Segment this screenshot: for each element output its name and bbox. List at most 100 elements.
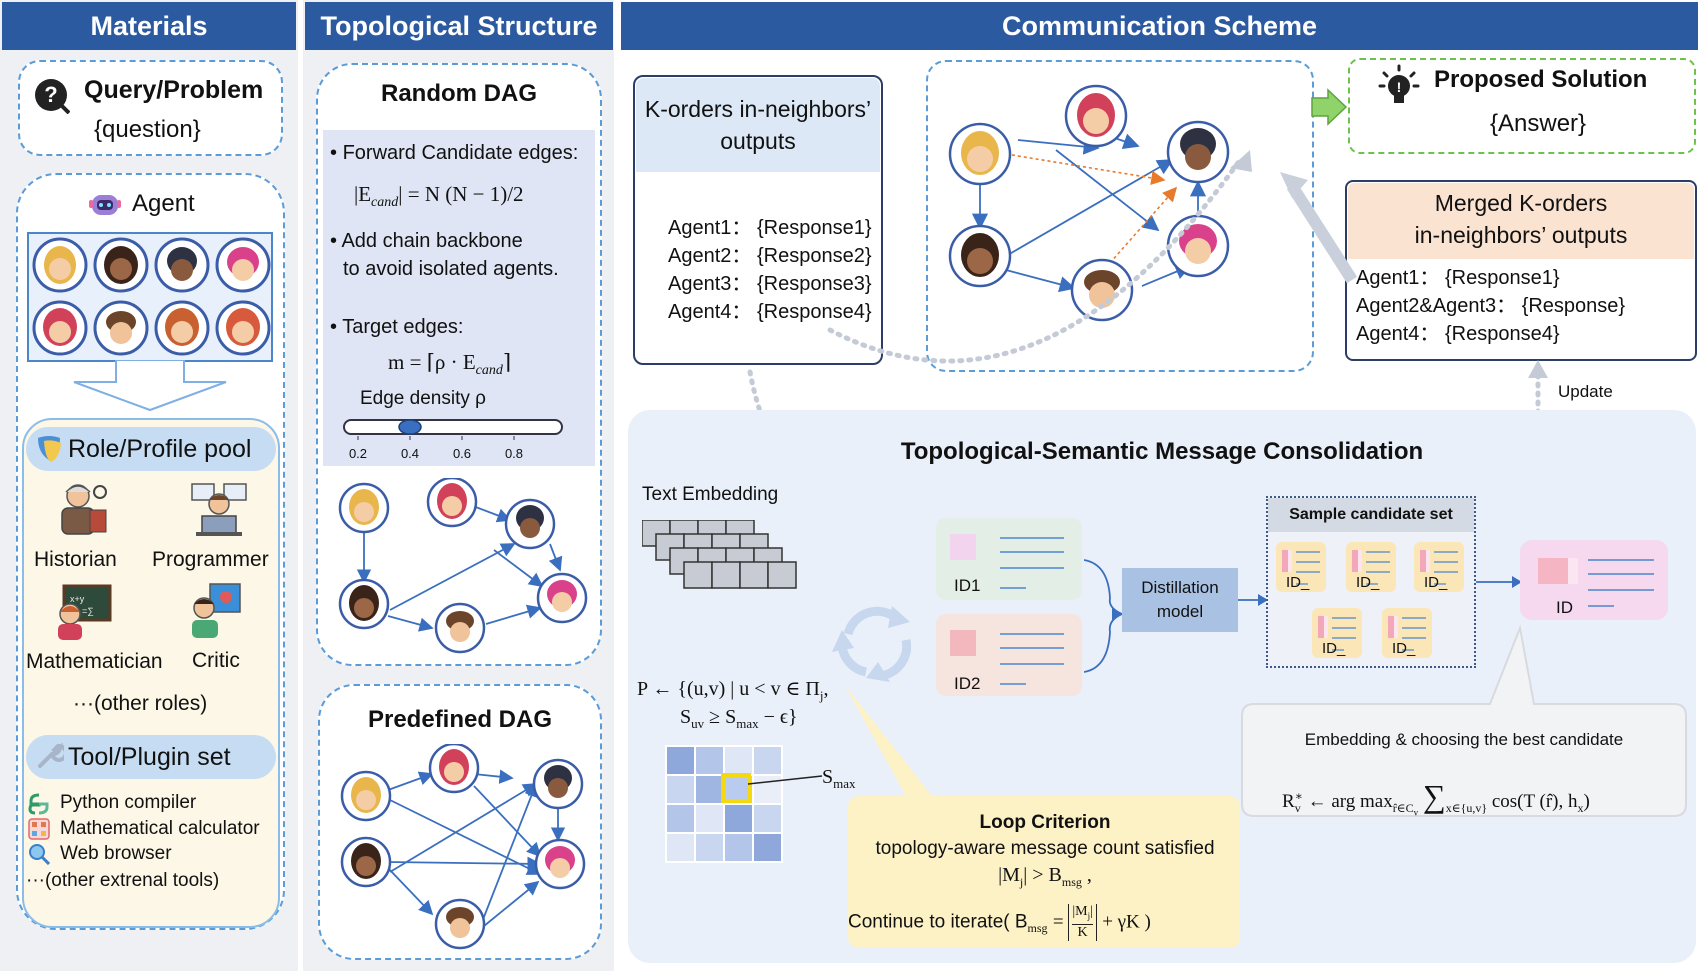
robot-icon: [89, 195, 121, 215]
p-formula-line2: Suv ≥ Smax − ϵ}: [680, 706, 798, 731]
bullet-forward-edges: • Forward Candidate edges:: [330, 142, 579, 164]
calculator-icon: [28, 818, 50, 840]
role-label-programmer: Programmer: [152, 548, 269, 571]
tool-calculator: Mathematical calculator: [60, 818, 260, 839]
comm-node-curly: [948, 224, 1012, 288]
role-label-historian: Historian: [34, 548, 117, 571]
loop-criterion-box: [844, 684, 1240, 948]
korders-title-bg: [636, 78, 880, 172]
programmer-icon: [191, 483, 247, 536]
update-label: Update: [1558, 382, 1613, 401]
formula-target-edges: m = ⌈ρ · Ecand⌉: [388, 350, 512, 379]
embed-formula: Rv∗ ← arg maxr̂∈Cv ∑x∈{u,v} cos(T (r̂), …: [1282, 778, 1590, 818]
other-tools: ···(other extrenal tools): [26, 870, 220, 891]
id2-label: ID2: [954, 674, 981, 693]
python-icon: [28, 793, 49, 815]
candidate-cards: [1276, 542, 1464, 658]
best-id-label: ID: [1556, 598, 1573, 617]
korders-row-3: Agent3： {Response3}: [668, 273, 872, 295]
edge-density-label: Edge density ρ: [360, 388, 486, 409]
svg-text:!: !: [1397, 79, 1402, 95]
avatar-brown: [93, 300, 149, 356]
pdag-node-pink: [534, 838, 586, 890]
comm-node-blonde: [948, 122, 1012, 186]
avatar-red: [32, 300, 88, 356]
avatar-curly: [93, 237, 149, 293]
comm-graph: [948, 84, 1230, 322]
candidate-label-2: ID_: [1356, 574, 1380, 591]
solution-title: Proposed Solution: [1434, 66, 1648, 93]
arrow-to-candidates: [1238, 594, 1268, 606]
lightbulb-icon: !: [1378, 64, 1420, 103]
bullet-target-edges: • Target edges:: [330, 316, 464, 338]
id1-label: ID1: [954, 576, 981, 595]
topology-header: Topological Structure: [305, 2, 613, 50]
solution-box: [1348, 58, 1696, 154]
embed-title: Embedding & choosing the best candidate: [1304, 730, 1624, 749]
text-embedding-label: Text Embedding: [642, 484, 779, 505]
role-pool-panel: [22, 418, 280, 928]
korders-response-list: Agent1： {Response1} Agent2： {Response2} …: [668, 214, 872, 326]
wrench-icon: [38, 742, 64, 768]
loop-line1: topology-aware message count satisfied: [875, 838, 1215, 859]
korders-title-line1: K-orders in-neighbors’: [644, 96, 872, 122]
critic-icon: [192, 583, 241, 638]
candidate-set-title-bg: [1268, 498, 1474, 532]
svg-text:?: ?: [44, 82, 57, 107]
rdag-node-pink: [536, 572, 588, 624]
distill-label-line2: model: [1156, 602, 1204, 621]
materials-header: Materials: [2, 2, 296, 50]
comm-node-red: [1064, 84, 1128, 148]
comm-node-dark: [1166, 120, 1230, 184]
id1-card: [936, 518, 1082, 600]
svg-text:x+y: x+y: [70, 594, 85, 604]
smax-leader: [747, 775, 823, 785]
pdag-node-curly: [340, 836, 392, 888]
merged-row-1: Agent1： {Response1}: [1356, 267, 1560, 289]
predefined-dag-title: Predefined DAG: [367, 706, 553, 733]
tool-browser: Web browser: [60, 843, 172, 864]
role-pool-title-bar: [26, 427, 276, 471]
distill-connector: [1084, 559, 1123, 673]
korders-row-4: Agent4： {Response4}: [668, 301, 872, 323]
tool-title: Tool/Plugin set: [68, 743, 231, 771]
pdag-node-blonde: [340, 770, 392, 822]
korders-row-2: Agent2： {Response2}: [668, 245, 872, 267]
bullet-chain-backbone-line2: to avoid isolated agents.: [343, 258, 559, 280]
solution-value: {Answer}: [1490, 110, 1587, 137]
random-dag-graph: [338, 478, 588, 654]
random-dag-title: Random DAG: [381, 80, 537, 107]
candidate-label-4: ID_: [1322, 640, 1346, 657]
rdag-node-curly: [338, 578, 390, 630]
question-icon: ?: [35, 79, 70, 114]
p-formula-line1: P ← {(u,v) | u < v ∈ Πj,: [637, 678, 829, 703]
avatar-ginger: [154, 300, 210, 356]
agent-title: Agent: [132, 190, 195, 217]
avatar-redcurl: [215, 300, 271, 356]
slider-knob[interactable]: [398, 419, 422, 435]
avatar-blonde: [32, 237, 88, 293]
role-pool-title: Role/Profile pool: [68, 435, 252, 463]
query-title: Query/Problem: [84, 76, 264, 104]
consolidation-title: Topological-Semantic Message Consolidati…: [900, 438, 1424, 465]
id2-card: [936, 614, 1082, 696]
query-placeholder: {question}: [94, 116, 201, 143]
green-arrow: [1311, 88, 1348, 126]
mask-icon: [38, 436, 61, 462]
merged-title-line2: in-neighbors’ outputs: [1414, 222, 1628, 248]
embedding-stack: [642, 520, 797, 589]
avatar-dark: [154, 237, 210, 293]
best-id-card: [1520, 540, 1668, 620]
loop-line3: Continue to iterate( Bmsg = |Mj|K + γK ): [848, 904, 1151, 941]
candidate-set-title: Sample candidate set: [1289, 506, 1453, 523]
slider-tick-2: 0.4: [401, 446, 419, 461]
role-label-mathematician: Mathematician: [26, 650, 163, 673]
pdag-node-brown: [434, 898, 486, 950]
pdag-node-dark: [532, 758, 584, 810]
mathematician-icon: x+y =∑: [58, 584, 112, 640]
tool-title-bar: [26, 735, 276, 779]
formula-candidate-edges: |Ecand| = N (N − 1)/2: [354, 182, 524, 211]
loop-title: Loop Criterion: [979, 812, 1111, 833]
merged-title-line1: Merged K-orders: [1434, 190, 1608, 216]
